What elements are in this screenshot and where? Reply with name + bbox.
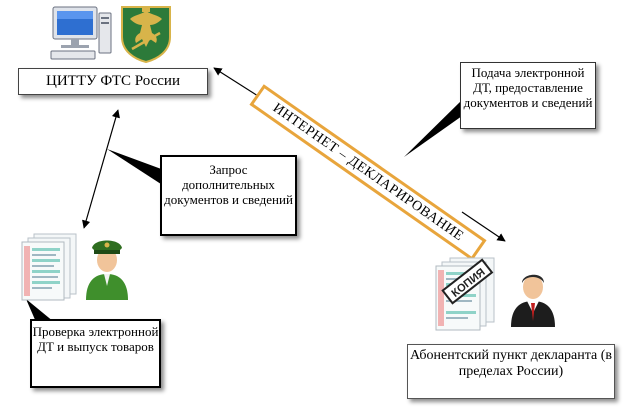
computer-icon <box>50 6 112 60</box>
document-icon: КОПИЯ <box>435 257 495 331</box>
request-note-label: Запрос дополнительных документов и сведе… <box>164 162 293 207</box>
customs-emblem-icon <box>121 6 171 63</box>
customs-center-label: ЦИТТУ ФТС России <box>46 73 180 89</box>
subscriber-point-label: Абонентский пункт декларанта (в пределах… <box>409 348 613 379</box>
submit-callout-tail <box>404 100 462 157</box>
check-note-label: Проверка электронной ДТ и выпуск товаров <box>32 324 159 354</box>
request-callout-tail <box>107 149 164 186</box>
arrow-to-customs <box>213 67 259 97</box>
arrow-to-subscriber <box>461 211 506 242</box>
arrow-bidirectional <box>82 109 120 229</box>
businessman-icon <box>511 274 555 327</box>
check-note-box: Проверка электронной ДТ и выпуск товаров <box>30 319 161 388</box>
subscriber-point-box: Абонентский пункт декларанта (в пределах… <box>407 344 615 399</box>
customs-officer-icon <box>86 240 128 300</box>
request-note-box: Запрос дополнительных документов и сведе… <box>160 155 297 236</box>
customs-center-box: ЦИТТУ ФТС России <box>18 68 208 95</box>
document-icon <box>21 233 77 301</box>
submission-note-label: Подача электронной ДТ, предоставление до… <box>463 65 593 110</box>
submission-note-box: Подача электронной ДТ, предоставление до… <box>460 62 596 129</box>
check-callout-tail <box>26 299 54 322</box>
